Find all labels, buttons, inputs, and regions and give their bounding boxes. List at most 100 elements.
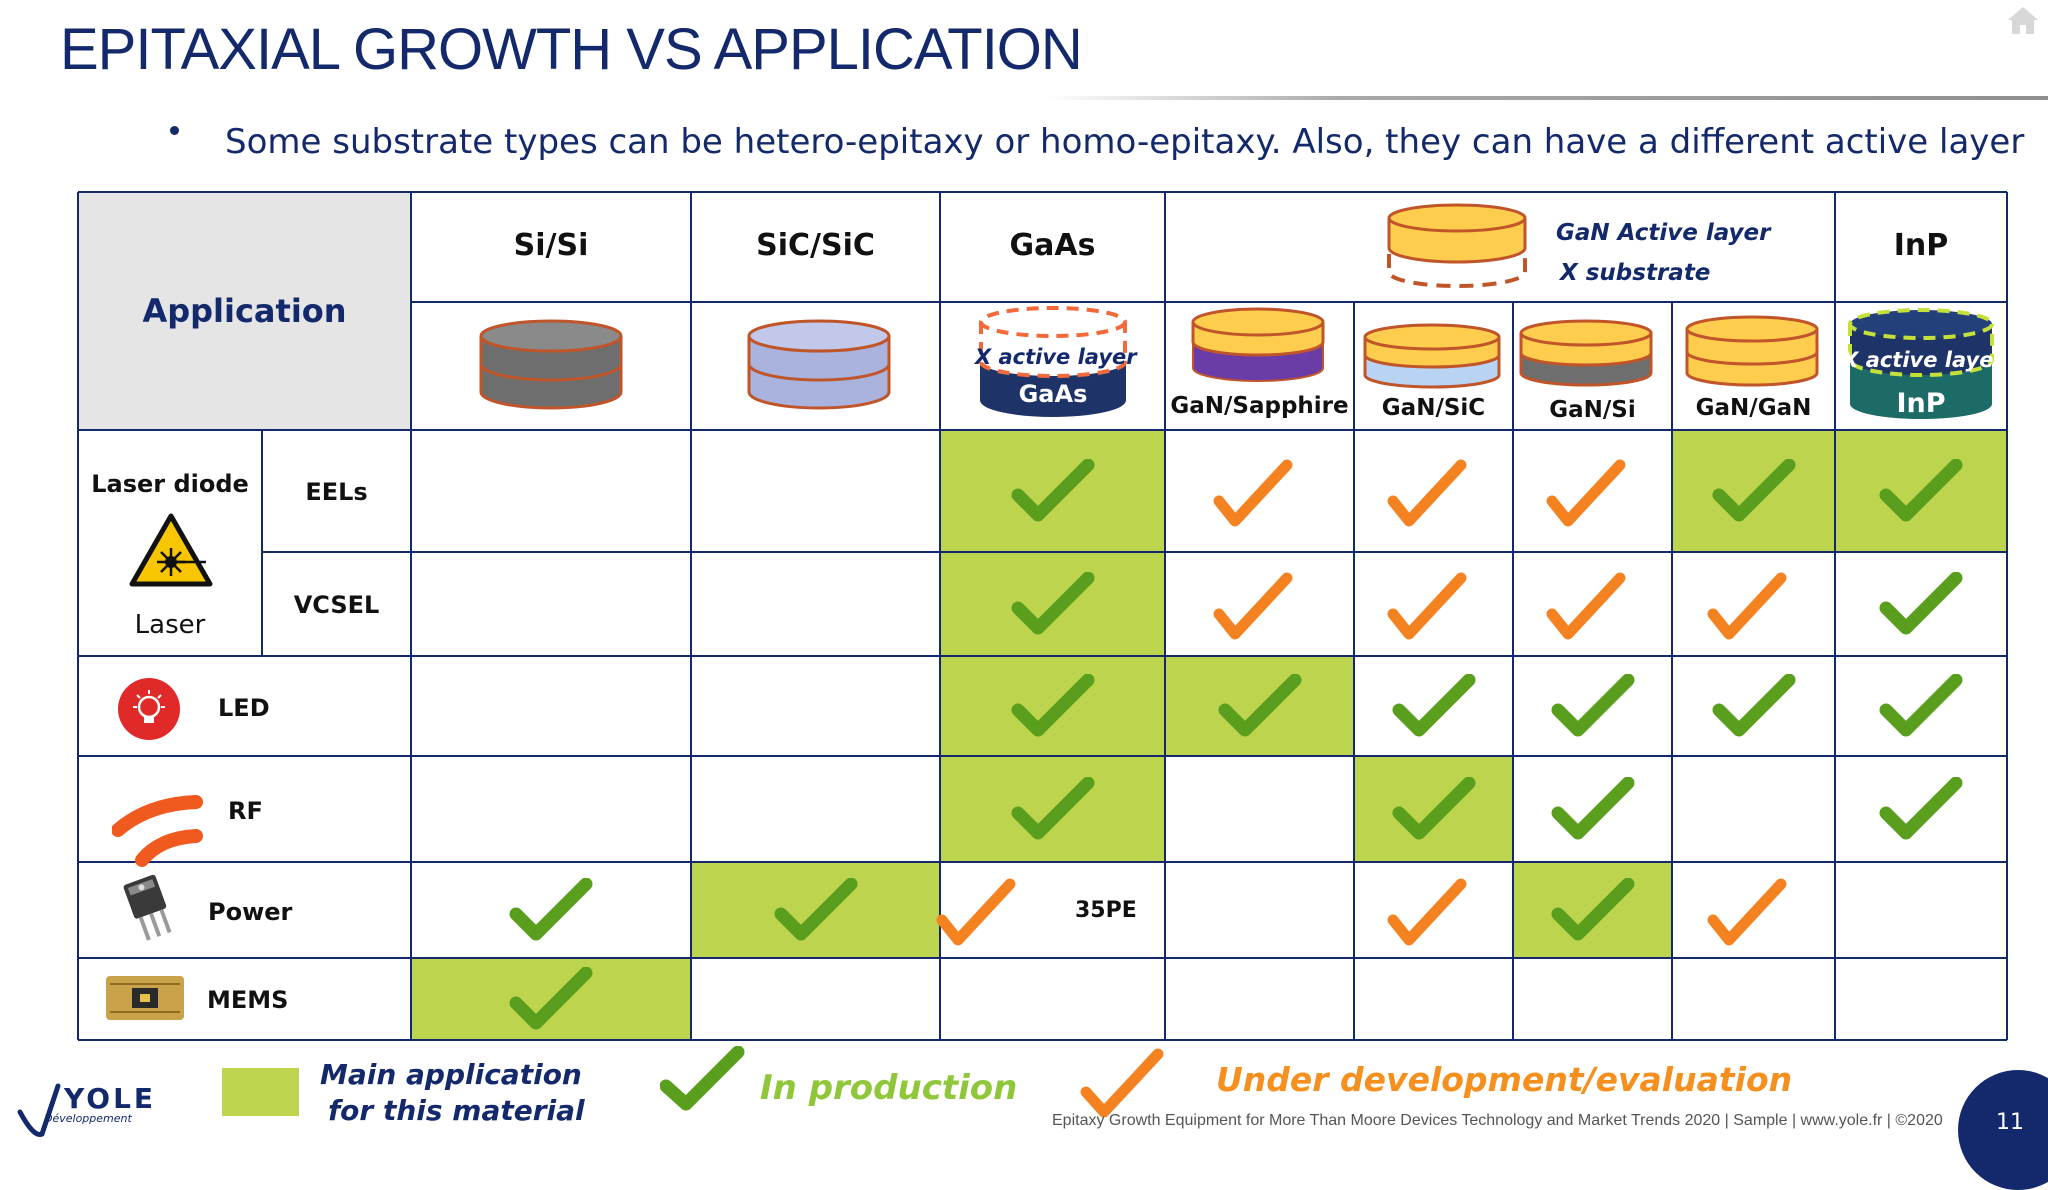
grid-line [1165,301,1835,303]
green-check-icon [1712,459,1795,522]
green-check-icon [1011,674,1094,737]
green-check-icon [1879,459,1963,522]
sic-wafer-icon [747,319,891,410]
grid-line [1164,192,1166,1040]
col-header-si: Si/Si [513,228,589,263]
legend-orange-check-icon [1080,1048,1164,1118]
subcol-gan-gan: GaN/GaN [1695,395,1812,421]
row-label-mems: MEMS [207,986,289,1014]
rf-icon [112,795,203,867]
inp-wafer-icon [1848,308,1994,419]
inp-substrate-label: InP [1896,388,1946,419]
grid-line [261,430,263,656]
green-check-icon [1712,674,1795,737]
col-header-gaas: GaAs [1009,228,1096,263]
grid-line [77,192,79,1040]
orange-check-icon [1213,572,1292,640]
grid-line [1353,302,1355,1040]
yole-logo-mark-icon [17,1083,61,1137]
green-check-icon [1551,674,1634,737]
gaas-wafer-icon [979,306,1127,417]
grid-line [78,957,2007,959]
inp-active-layer-label: X active layer [1842,348,2004,372]
gaas-substrate-label: GaAs [1018,380,1088,408]
si-wafer-icon [479,319,623,410]
grid-line [78,755,2007,757]
green-check-icon [1879,674,1963,737]
grid-line [2006,192,2008,1040]
orange-check-icon [1707,572,1786,640]
bullet-marker [170,126,179,135]
grid-line [1835,301,2007,303]
gan-sic-wafer-icon [1363,323,1501,389]
green-check-icon [1011,459,1094,522]
col-header-sic: SiC/SiC [756,228,875,263]
footer-text: Epitaxy Growth Equipment for More Than M… [1052,1112,1943,1129]
gaas-active-layer-label: X active layer [975,345,1137,369]
yole-logo-subtext: Développement [44,1112,132,1125]
gan-si-wafer-icon [1519,319,1653,387]
orange-check-icon [1387,459,1466,527]
grid-line [690,192,692,1040]
home-icon[interactable] [2006,4,2040,40]
grid-line [1512,302,1514,1040]
grid-line [78,655,2007,657]
row-label-led: LED [218,694,270,722]
grid-line [1671,302,1673,1040]
grid-line [939,192,941,1040]
transistor-icon [123,874,172,941]
subcol-gan-sapphire: GaN/Sapphire [1170,393,1349,419]
orange-check-icon [1546,572,1625,640]
green-check-icon [1879,777,1963,840]
grid-line [78,429,2007,431]
yole-logo-text: YOLE [64,1082,157,1115]
corner-cell [78,192,411,430]
row-label-eels: EELs [305,478,368,506]
green-check-icon [1218,674,1301,737]
subcol-gan-sic: GaN/SiC [1381,395,1486,421]
orange-check-icon [1387,878,1466,946]
green-check-icon [1879,572,1963,635]
green-check-icon [1392,777,1475,840]
green-check-icon [509,967,593,1030]
page-title: EPITAXIAL GROWTH VS APPLICATION [60,17,1083,82]
green-check-icon [1011,572,1094,635]
title-divider [1045,96,2048,100]
yole-logo: YOLE Développement [14,1072,174,1148]
gan-wafer-icon [1387,203,1527,288]
power-gaas-note: 35PE [1075,898,1137,923]
green-check-icon [1392,674,1475,737]
orange-check-icon [1213,459,1292,527]
gan-gan-wafer-icon [1685,315,1819,387]
grid-line [410,192,412,1040]
green-check-icon [1011,777,1094,840]
legend-main-label-1: Main application [320,1058,582,1091]
gan-header-line2: X substrate [1560,260,1711,286]
legend-main-label-2: for this material [328,1094,585,1127]
legend-dev-label: Under development/evaluation [1216,1060,1793,1099]
orange-check-icon [1546,459,1625,527]
grid-line [1834,192,1836,1040]
orange-check-icon [1387,572,1466,640]
legend-prod-label: In production [760,1068,1018,1108]
green-check-icon [1551,878,1634,941]
row-label-power: Power [208,898,293,926]
grid-line [78,861,2007,863]
orange-check-icon [1707,878,1786,946]
laser-warning-icon [129,513,213,587]
grid-line [411,301,1165,303]
row-label-rf: RF [228,797,263,825]
gan-sapphire-wafer-icon [1191,307,1325,382]
legend-green-check-icon [660,1046,745,1111]
page-number: 11 [1996,1110,2024,1135]
application-header: Application [142,292,347,330]
green-check-icon [774,878,857,941]
grid-line [78,1039,2007,1041]
orange-check-icon [936,878,1015,946]
bullet-text: Some substrate types can be hetero-epita… [225,122,2025,162]
chip-icon [106,976,184,1020]
row-label-vcsel: VCSEL [293,591,380,619]
subcol-gan-si: GaN/Si [1549,397,1636,423]
grid-line [78,191,2007,193]
led-icon [118,678,180,740]
